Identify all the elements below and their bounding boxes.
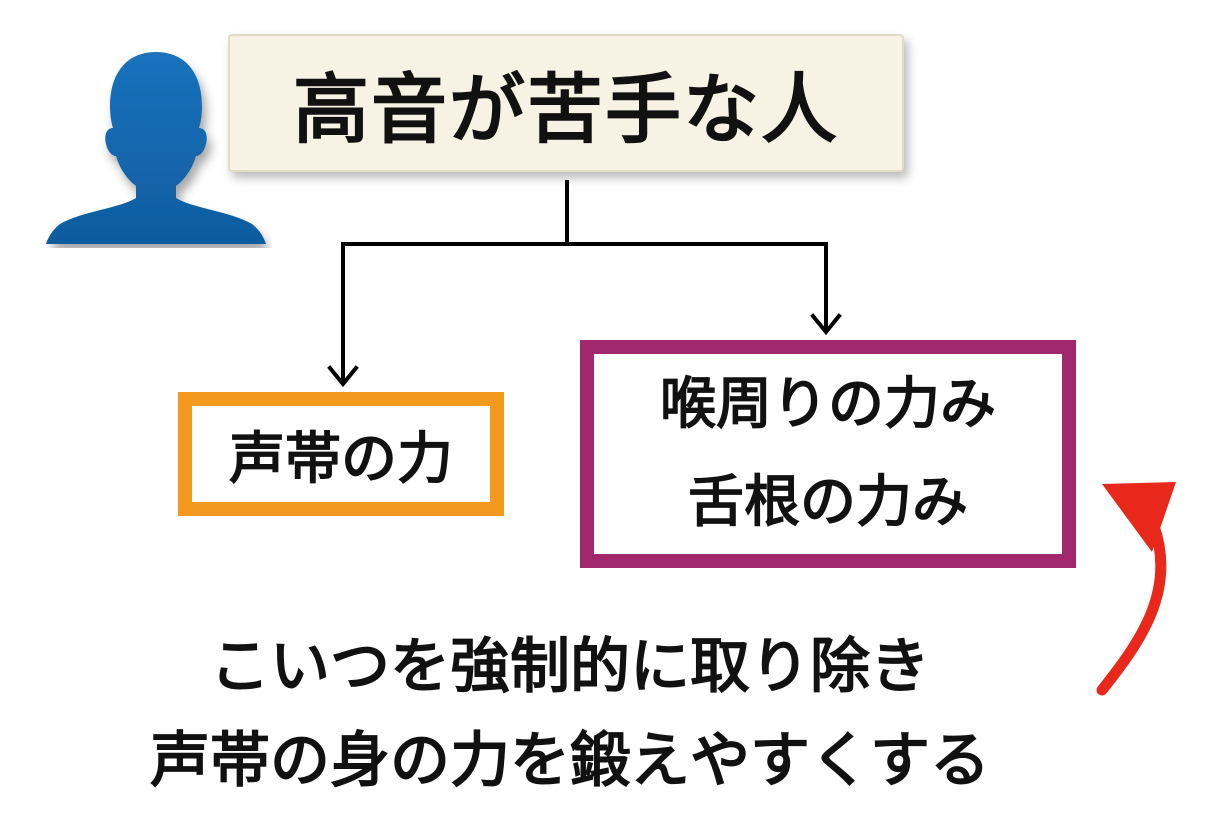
throat-tension-label: 喉周りの力み — [660, 372, 996, 437]
right-arrowhead-icon — [810, 313, 842, 336]
person-silhouette-icon — [46, 52, 266, 244]
vocal-cord-strength-box: 声帯の力 — [178, 392, 504, 516]
caption-line-1: こいつを強制的に取り除き — [210, 632, 930, 702]
left-arrowhead-icon — [327, 365, 359, 388]
caption-line-2: 声帯の身の力を鍛えやすくする — [150, 726, 990, 796]
curved-arrow-icon — [1096, 482, 1176, 696]
vocal-cord-strength-label: 声帯の力 — [229, 426, 453, 492]
tension-box: 喉周りの力み 舌根の力み — [580, 340, 1076, 568]
diagram-title: 高音が苦手な人 — [293, 65, 839, 154]
tongue-root-tension-label: 舌根の力み — [688, 470, 968, 535]
title-box: 高音が苦手な人 — [228, 34, 904, 172]
